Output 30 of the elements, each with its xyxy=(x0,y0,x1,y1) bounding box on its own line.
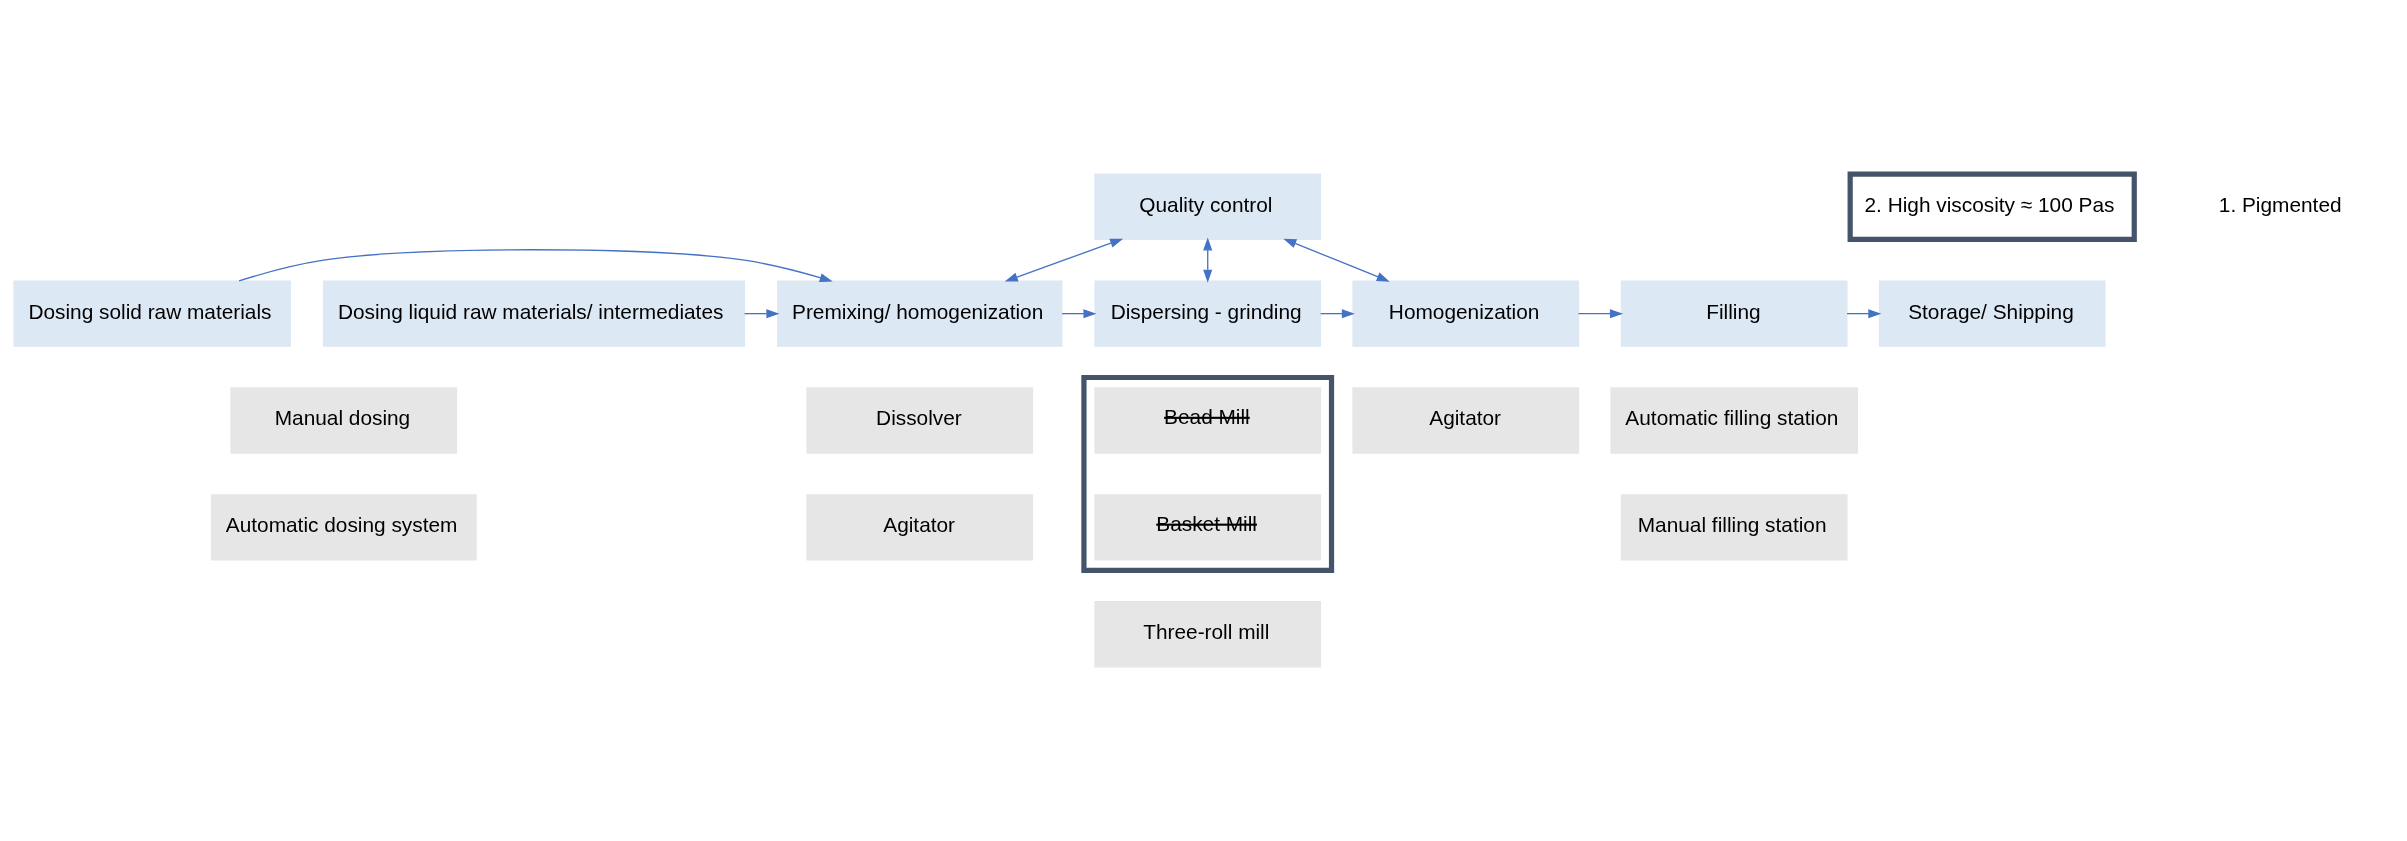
node-box: Automatic dosing system xyxy=(210,494,477,561)
arrow xyxy=(1577,309,1624,319)
node-box: Dispersing - grinding xyxy=(1094,280,1322,347)
node-box: Dosing liquid raw materials/ intermediates xyxy=(322,280,746,347)
label: 1. Pigmented xyxy=(2218,192,2342,216)
arrow xyxy=(1004,238,1124,282)
node-box: Agitator xyxy=(1352,387,1580,454)
node-box: Manual dosing xyxy=(230,387,458,454)
node-box: Premixing/ homogenization xyxy=(777,280,1063,347)
node-box: Bead Mill xyxy=(1094,387,1322,454)
node-box: Three-roll mill xyxy=(1094,601,1322,668)
node-box: 2. High viscosity ≈ 100 Pas xyxy=(1847,171,2137,242)
arrow xyxy=(1846,309,1882,319)
arrow xyxy=(238,249,833,283)
node-box: Homogenization xyxy=(1352,280,1580,347)
arrow xyxy=(1061,309,1097,319)
node-box: Automatic filling station xyxy=(1610,387,1858,454)
node-box: Basket Mill xyxy=(1094,494,1322,561)
arrow xyxy=(743,309,780,319)
node-box: Dosing solid raw materials xyxy=(13,280,291,347)
node-box: Agitator xyxy=(806,494,1034,561)
arrow xyxy=(1203,237,1213,283)
node-box: Dissolver xyxy=(806,387,1034,454)
arrow xyxy=(1319,309,1355,319)
node-box: Filling xyxy=(1620,280,1848,347)
node-box: Quality control xyxy=(1094,173,1322,240)
arrow xyxy=(1283,238,1390,282)
node-box: Storage/ Shipping xyxy=(1878,280,2106,347)
cluster xyxy=(1081,374,1335,573)
node-box: Manual filling station xyxy=(1620,494,1848,561)
